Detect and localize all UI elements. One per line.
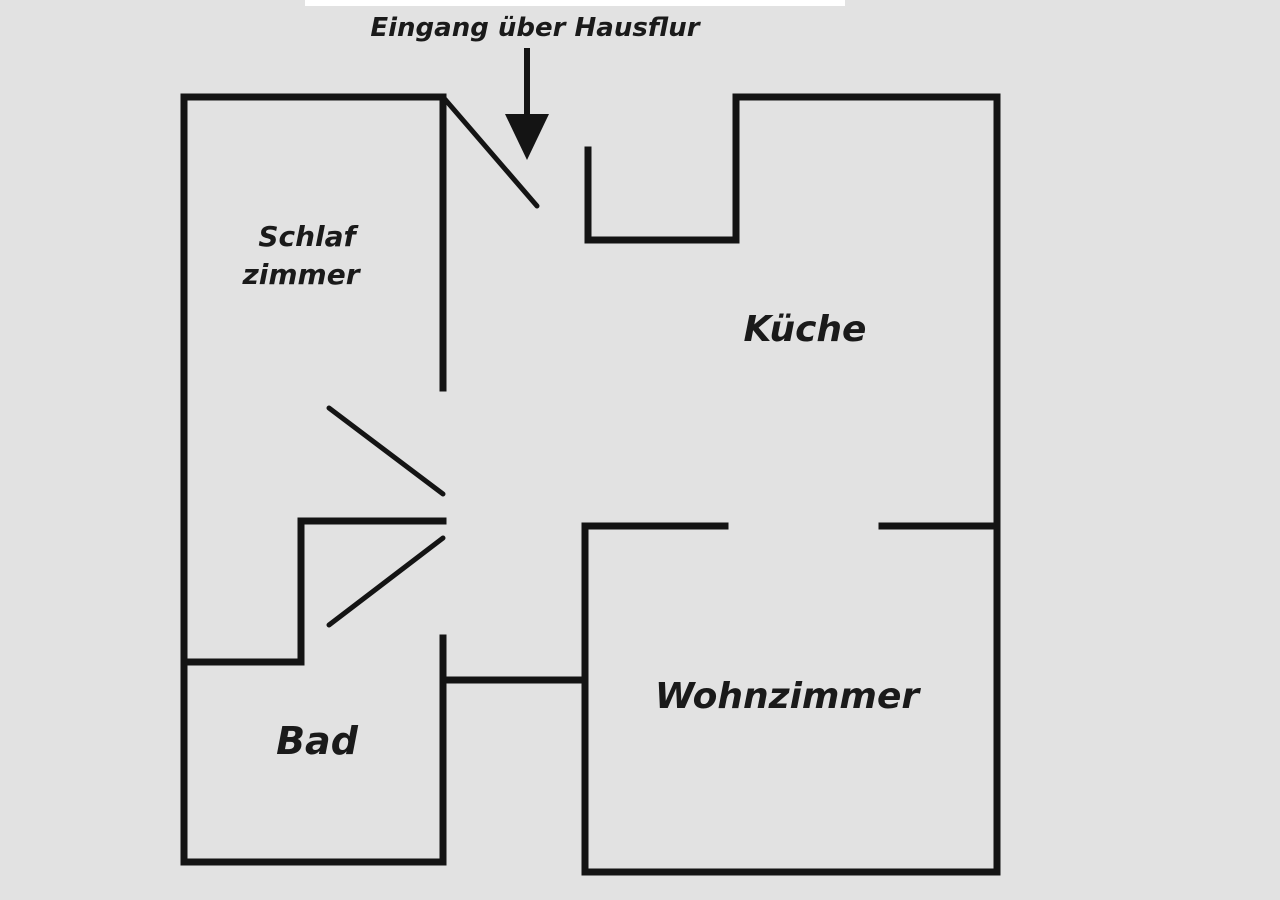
door-bedroom [326, 405, 446, 497]
walls [180, 93, 1001, 876]
room-label-bedroom-line1: Schlaf [258, 220, 359, 253]
wall-bathroom [180, 658, 447, 866]
door-bathroom [326, 535, 446, 628]
wall-bedroom-bottom [180, 514, 447, 666]
room-label-living-room: Wohnzimmer [655, 676, 921, 717]
room-label-bedroom-line2: zimmer [241, 258, 361, 291]
arrow-down-icon [505, 48, 549, 160]
wall-bedroom-top-left [180, 93, 447, 522]
wall-living-room [581, 522, 1001, 876]
room-label-kitchen: Küche [744, 309, 867, 350]
doors [326, 94, 540, 628]
entrance-label: Eingang über Hausflur [370, 13, 701, 43]
room-label-bathroom: Bad [276, 719, 359, 763]
heading-remnant [305, 0, 845, 6]
door-entrance [440, 94, 540, 209]
